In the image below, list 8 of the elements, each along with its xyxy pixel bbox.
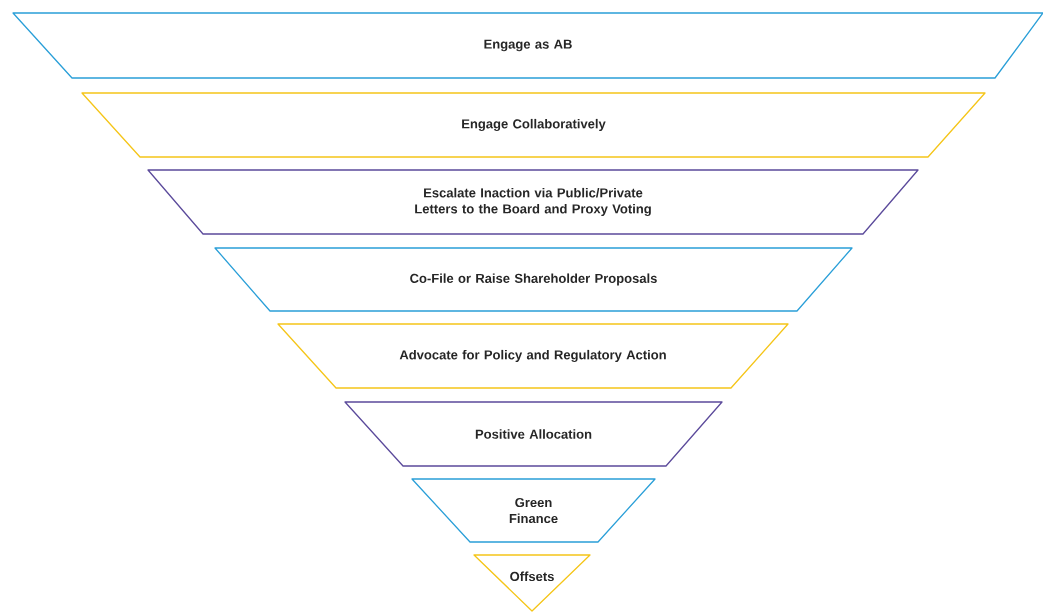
funnel-triangle: Offsets [473, 554, 591, 612]
funnel-band: Positive Allocation [344, 401, 723, 467]
funnel-band: Advocate for Policy and Regulatory Action [277, 323, 789, 389]
funnel-band: Escalate Inaction via Public/Private Letters to the Board and Proxy Voting [147, 169, 919, 235]
funnel-band: Green Finance [411, 478, 656, 543]
funnel-band: Engage as AB [12, 12, 1043, 79]
funnel-band: Engage Collaboratively [81, 92, 986, 158]
funnel-band: Co-File or Raise Shareholder Proposals [214, 247, 853, 312]
